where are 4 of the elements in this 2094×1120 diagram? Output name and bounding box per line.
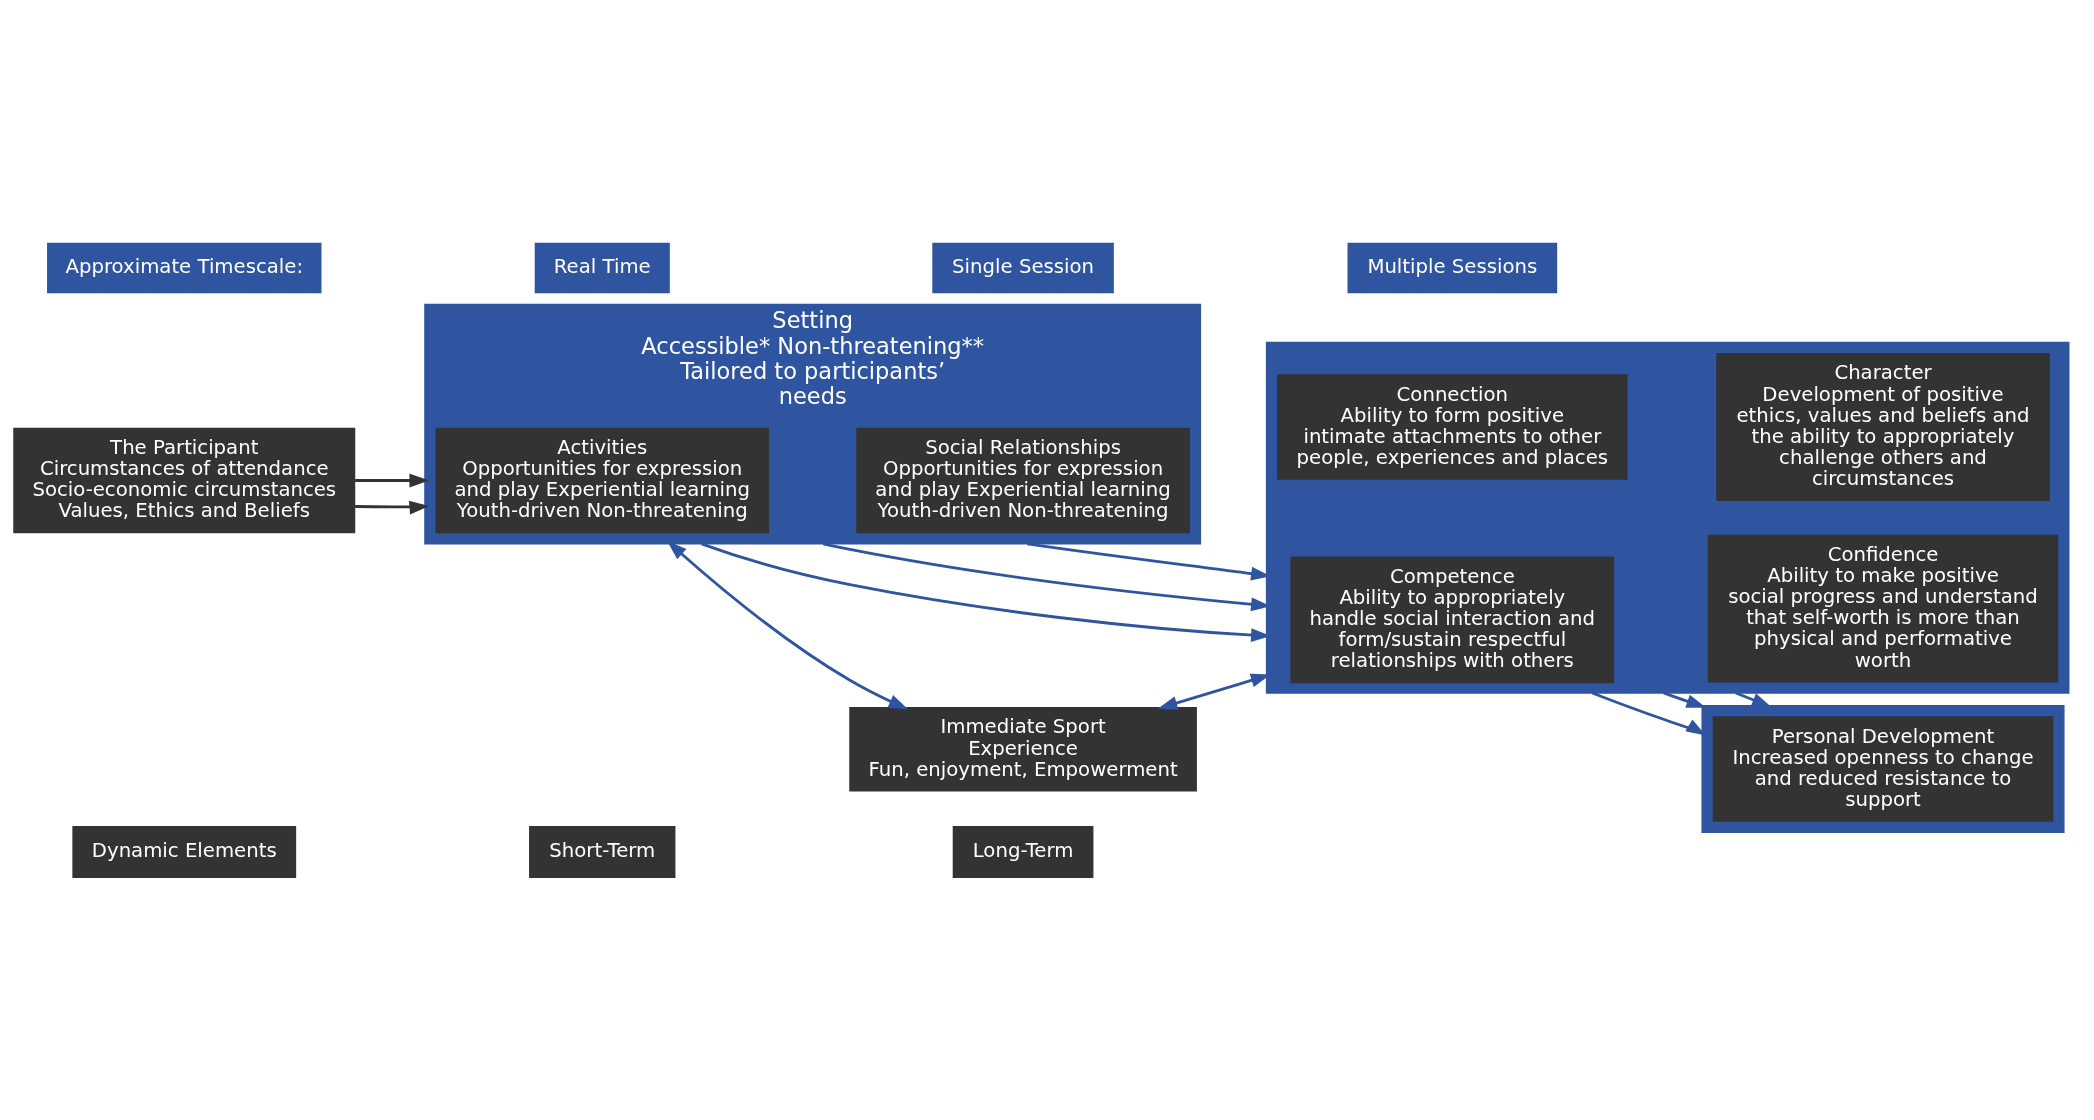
label: Approximate Timescale: [65, 255, 304, 279]
label: Real Time [553, 255, 651, 279]
label: Multiple Sessions [1367, 255, 1538, 279]
label: Single Session [952, 255, 1095, 279]
